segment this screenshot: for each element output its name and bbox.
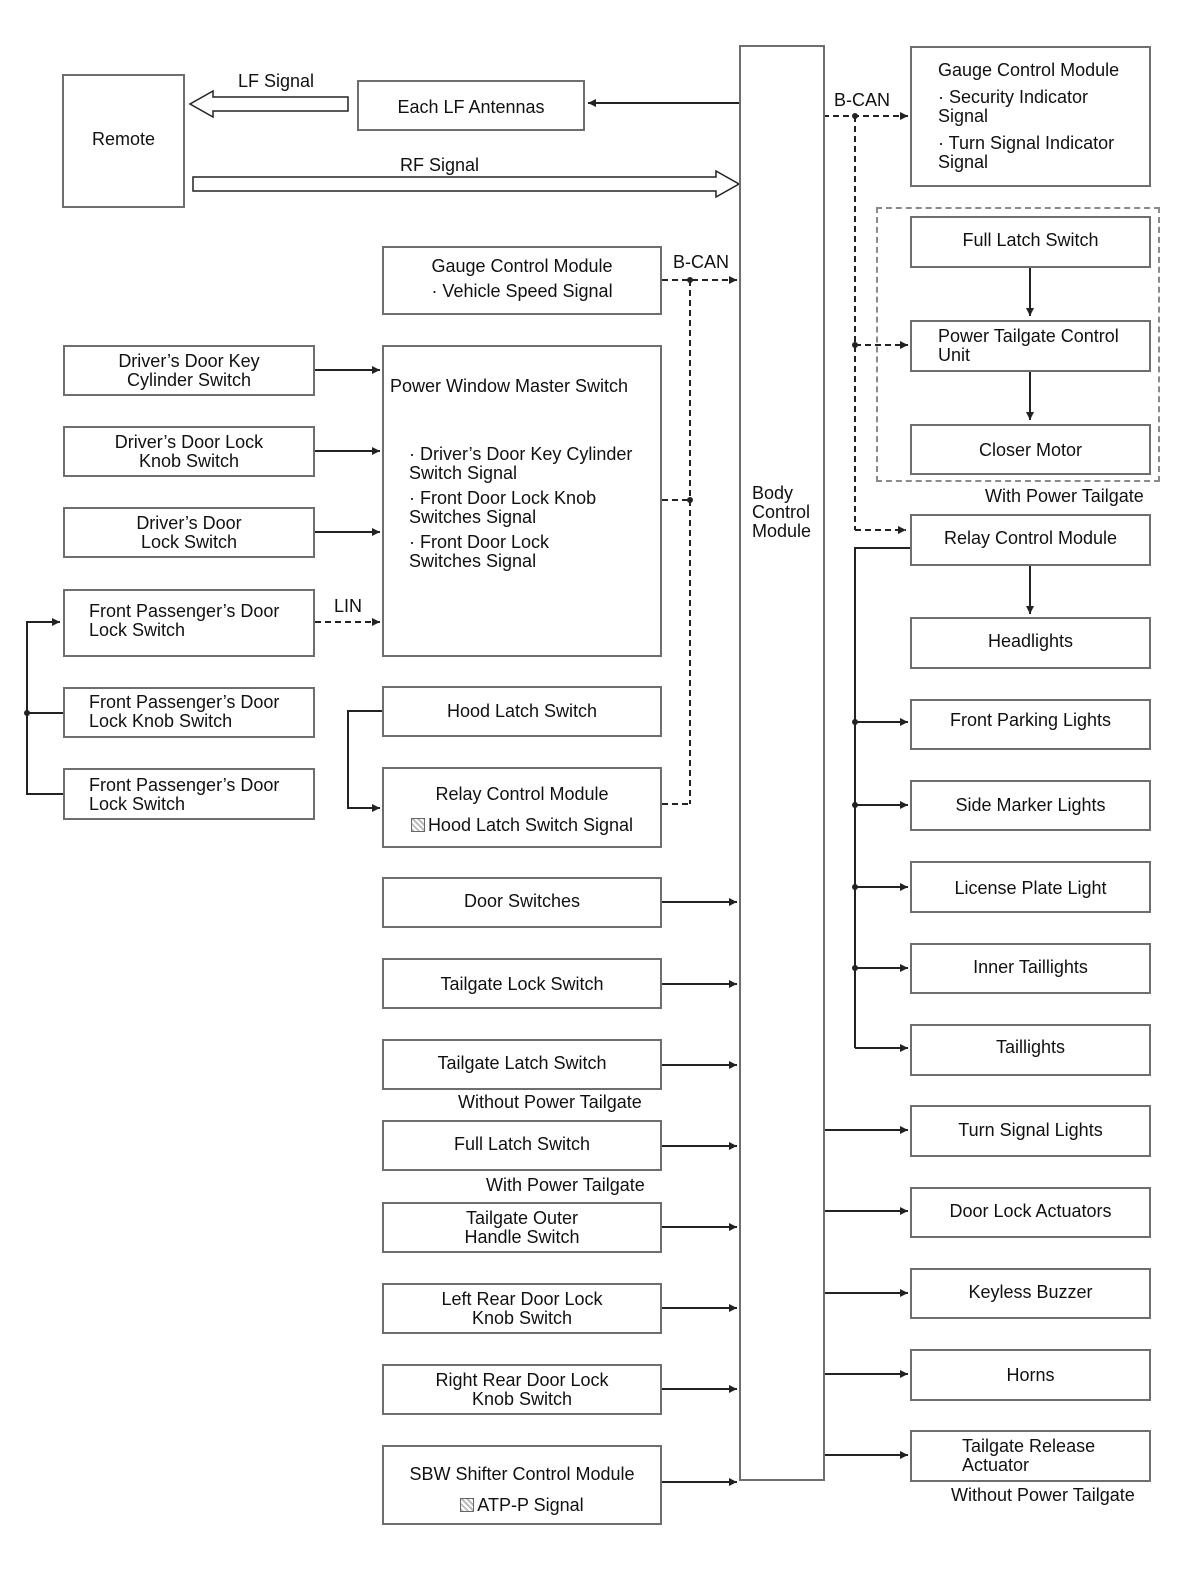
full-latch-switch: Full Latch Switch [910, 216, 1151, 268]
front-passengers-door-lock-knob-switch: Front Passenger’s Door Lock Knob Switch [63, 687, 315, 738]
left-rear-door-lock-knob-switch: Left Rear Door Lock Knob Switch [382, 1283, 662, 1334]
inner-taillights: Inner Taillights [910, 943, 1151, 994]
lf-signal-label: LF Signal [238, 71, 315, 91]
door-switches: Door Switches [382, 877, 662, 928]
tailgate-release-note: Without Power Tailgate [951, 1485, 1135, 1505]
bcan-label-top: B-CAN [834, 90, 891, 110]
turn-signal-lights: Turn Signal Lights [910, 1105, 1151, 1157]
bcan-label-left: B-CAN [673, 252, 730, 272]
rf-signal-arrow [192, 169, 741, 199]
full-latch-switch-input: Full Latch Switch [382, 1120, 662, 1171]
drivers-door-lock-knob-switch: Driver’s Door Lock Knob Switch [63, 426, 315, 477]
horns: Horns [910, 1349, 1151, 1401]
front-passengers-door-lock-switch-2: Front Passenger’s Door Lock Switch [63, 768, 315, 820]
with-power-tailgate-group-label: With Power Tailgate [985, 486, 1144, 506]
right-rear-door-lock-knob-switch: Right Rear Door Lock Knob Switch [382, 1364, 662, 1415]
headlights: Headlights [910, 617, 1151, 669]
body-control-module: Body Control Module [739, 45, 825, 1481]
license-plate-light: License Plate Light [910, 861, 1151, 913]
front-parking-lights: Front Parking Lights [910, 699, 1151, 750]
gauge-control-module-top: Gauge Control Module · Security Indicato… [910, 46, 1151, 187]
signal-square-icon [410, 818, 425, 832]
signal-square-icon [460, 1498, 475, 1512]
door-lock-actuators: Door Lock Actuators [910, 1187, 1151, 1238]
lf-signal-arrow [188, 89, 349, 119]
rf-signal-label: RF Signal [400, 155, 480, 175]
power-tailgate-group [876, 207, 1160, 482]
remote: Remote [62, 74, 185, 208]
taillights: Taillights [910, 1024, 1151, 1076]
tailgate-latch-switch: Tailgate Latch Switch [382, 1039, 662, 1090]
tailgate-lock-switch: Tailgate Lock Switch [382, 958, 662, 1009]
side-marker-lights: Side Marker Lights [910, 780, 1151, 831]
relay-control-module-right: Relay Control Module [910, 514, 1151, 566]
power-window-master-switch: Power Window Master Switch · Driver’s Do… [382, 345, 662, 657]
lf-antennas: Each LF Antennas [357, 80, 585, 131]
with-power-tailgate-note: With Power Tailgate [486, 1175, 645, 1195]
lin-label: LIN [334, 596, 363, 616]
front-passengers-door-lock-switch: Front Passenger’s Door Lock Switch [63, 589, 315, 657]
tailgate-outer-handle-switch: Tailgate Outer Handle Switch [382, 1202, 662, 1253]
keyless-buzzer: Keyless Buzzer [910, 1268, 1151, 1319]
hood-latch-switch: Hood Latch Switch [382, 686, 662, 737]
drivers-door-key-cylinder-switch: Driver’s Door Key Cylinder Switch [63, 345, 315, 396]
closer-motor: Closer Motor [910, 424, 1151, 475]
drivers-door-lock-switch: Driver’s Door Lock Switch [63, 507, 315, 558]
relay-control-module-left: Relay Control Module Hood Latch Switch S… [382, 767, 662, 848]
gauge-control-module-left: Gauge Control Module · Vehicle Speed Sig… [382, 246, 662, 315]
sbw-shifter-control-module: SBW Shifter Control Module ATP-P Signal [382, 1445, 662, 1525]
power-tailgate-control-unit: Power Tailgate Control Unit [910, 320, 1151, 372]
without-power-tailgate-note: Without Power Tailgate [458, 1092, 642, 1112]
tailgate-release-actuator: Tailgate Release Actuator [910, 1430, 1151, 1482]
